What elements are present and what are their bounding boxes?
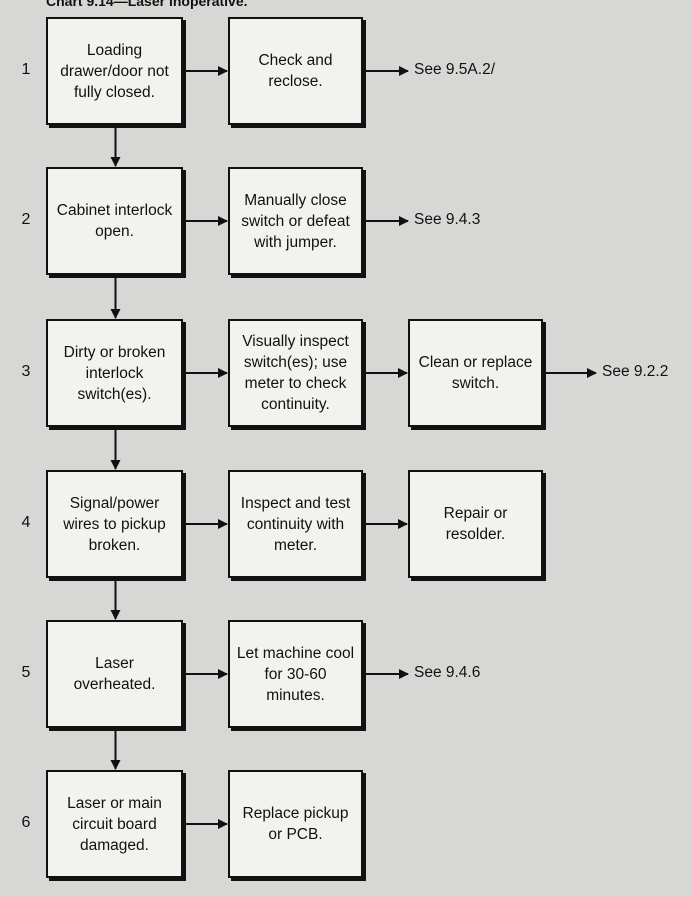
action-box-3: Visually inspect switch(es); use meter t… <box>228 319 363 427</box>
row-number-1: 1 <box>21 61 31 78</box>
secondary-action-box-4: Repair or resolder. <box>408 470 543 578</box>
row-number-6: 6 <box>21 814 31 831</box>
action-box-2: Manually close switch or defeat with jum… <box>228 167 363 275</box>
cause-box-2: Cabinet interlock open. <box>46 167 183 275</box>
row-number-3: 3 <box>21 363 31 380</box>
cause-box-5: Laser overheated. <box>46 620 183 728</box>
reference-label-1: See 9.5A.2/ <box>414 61 496 78</box>
row-number-5: 5 <box>21 664 31 681</box>
chart-title: Chart 9.14—Laser inoperative. <box>46 0 248 9</box>
cause-box-1: Loading drawer/door not fully closed. <box>46 17 183 125</box>
action-box-4: Inspect and test continuity with meter. <box>228 470 363 578</box>
reference-label-5: See 9.4.6 <box>414 664 481 681</box>
secondary-action-box-3: Clean or replace switch. <box>408 319 543 427</box>
action-box-1: Check and reclose. <box>228 17 363 125</box>
row-number-2: 2 <box>21 211 31 228</box>
cause-box-4: Signal/power wires to pickup broken. <box>46 470 183 578</box>
reference-label-2: See 9.4.3 <box>414 211 481 228</box>
row-number-4: 4 <box>21 514 31 531</box>
action-box-6: Replace pickup or PCB. <box>228 770 363 878</box>
cause-box-3: Dirty or broken interlock switch(es). <box>46 319 183 427</box>
action-box-5: Let machine cool for 30-60 minutes. <box>228 620 363 728</box>
reference-label-3: See 9.2.2 <box>602 363 669 380</box>
cause-box-6: Laser or main circuit board damaged. <box>46 770 183 878</box>
